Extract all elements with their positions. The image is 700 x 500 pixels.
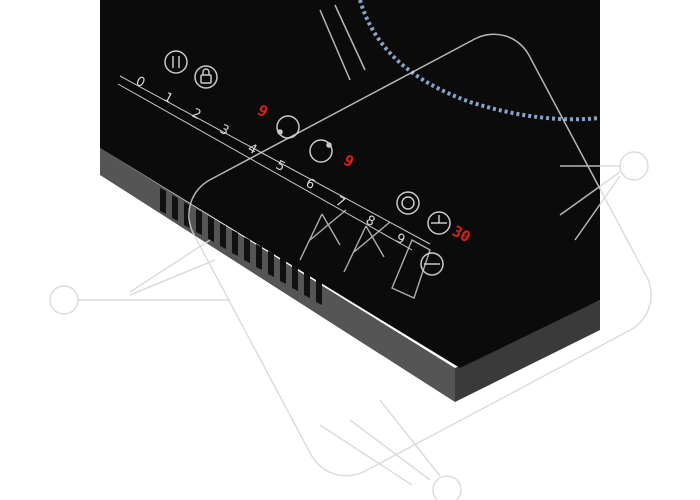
timer-ring-icon[interactable]: [396, 191, 420, 215]
burner-ring: [358, 0, 601, 122]
hob-glass-top: [100, 0, 600, 368]
power-icon[interactable]: [164, 50, 188, 74]
timer-clock-icon[interactable]: [427, 211, 451, 235]
zone-right-circle-icon[interactable]: [309, 139, 333, 163]
watermark-logo: [49, 4, 652, 500]
hob-frame-front: [455, 300, 600, 402]
slider-rail-top: [119, 75, 431, 245]
lock-icon[interactable]: [194, 65, 218, 89]
minus-icon[interactable]: [420, 252, 444, 276]
slider-rail-bottom: [117, 83, 413, 251]
vent-slots: [160, 188, 322, 305]
